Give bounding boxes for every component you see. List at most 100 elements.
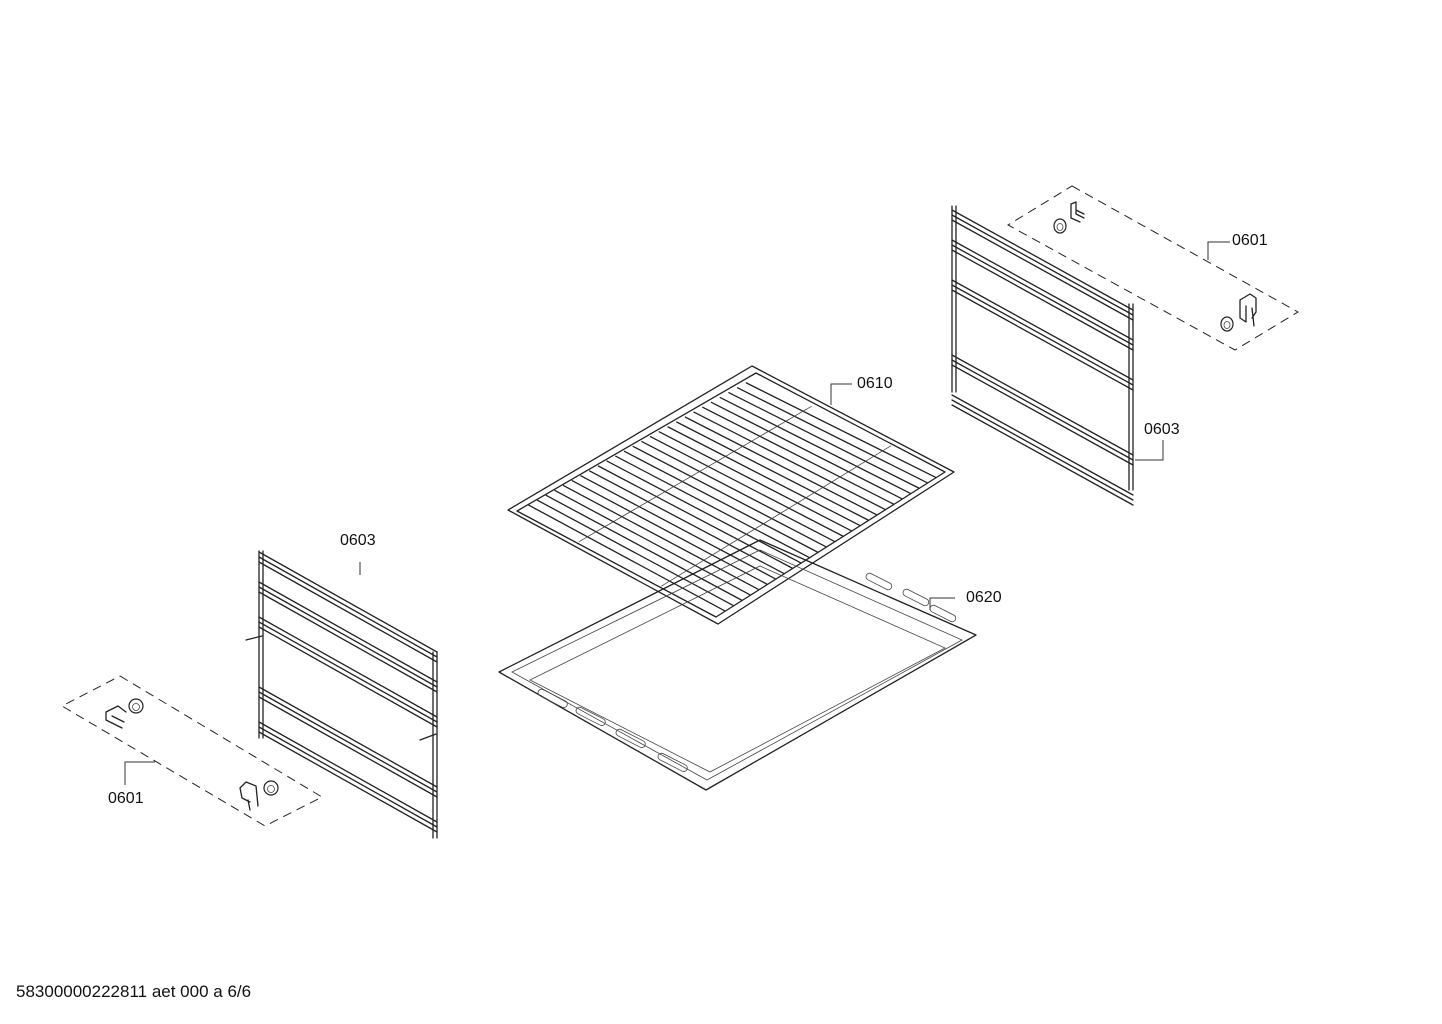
- rail-wire: [258, 551, 438, 653]
- tray-slot: [657, 752, 688, 772]
- document-footer-id: 58300000222811 aet 000 a 6/6: [16, 982, 252, 1001]
- tray-leader: [929, 597, 955, 610]
- grid-crossbar: [660, 445, 892, 587]
- rail-wire: [951, 279, 1134, 381]
- grid-wire: [623, 450, 818, 553]
- tray-slot: [865, 572, 893, 591]
- left-clip-bracket-1: [105, 705, 127, 729]
- grid-wire: [745, 382, 937, 478]
- rail-wire: [258, 591, 438, 693]
- rail-wire: [258, 556, 438, 658]
- right-clip-bracket-1: [1070, 201, 1085, 223]
- grid-wire: [606, 460, 802, 564]
- part-label-tray: 0620: [966, 589, 1002, 606]
- tray-slot: [902, 588, 930, 607]
- right-clip-bracket-2: [1239, 293, 1257, 327]
- rail-wire: [258, 721, 438, 823]
- rail-wire: [951, 244, 1134, 346]
- left-rail-pin-2: [419, 733, 437, 741]
- tray-slot: [537, 688, 568, 708]
- grid-wire: [676, 421, 869, 521]
- left-shelf-rail: [245, 550, 438, 839]
- grid-wire: [693, 411, 886, 510]
- part-label-left-rail: 0603: [340, 532, 376, 549]
- right-clip-set: [1007, 185, 1299, 351]
- right-shelf-rail: [951, 205, 1164, 506]
- tray-slot: [615, 728, 646, 748]
- part-label-right-clips: 0601: [1232, 232, 1268, 249]
- rail-wire: [951, 214, 1134, 316]
- grid-wire: [528, 504, 726, 612]
- left-clip-bracket-2: [239, 781, 259, 811]
- rail-wire: [258, 686, 438, 788]
- grid-wire: [615, 455, 810, 558]
- right-rail-leader: [1135, 440, 1164, 461]
- rail-wire: [951, 239, 1134, 341]
- grid-wire: [571, 480, 768, 585]
- rail-wire: [951, 209, 1134, 311]
- grid-wire: [632, 445, 827, 548]
- rail-wire: [951, 219, 1134, 321]
- rail-wire: [258, 616, 438, 718]
- rail-wire: [951, 399, 1134, 501]
- grid-wire: [710, 401, 903, 500]
- grid-wire: [588, 470, 785, 574]
- rail-wire: [951, 354, 1134, 456]
- rail-wire: [951, 404, 1134, 506]
- grid-wire: [667, 426, 861, 526]
- right-clip-leader: [1207, 241, 1230, 260]
- right-clip-nut-2: [1220, 316, 1234, 332]
- grid-rack-leader: [830, 383, 852, 405]
- rail-wire: [258, 731, 438, 833]
- grid-crossbar: [578, 405, 812, 543]
- grid-wire: [736, 387, 928, 484]
- left-clip-dashed-outline: [60, 675, 324, 827]
- rail-wire: [258, 691, 438, 793]
- grid-wire: [536, 499, 734, 606]
- rail-wire: [258, 696, 438, 798]
- rail-wire: [951, 394, 1134, 496]
- grid-wire: [580, 475, 776, 580]
- grid-wire: [719, 396, 911, 494]
- left-clip-nut-1: [128, 698, 144, 714]
- grid-wire: [728, 392, 920, 489]
- rail-wire: [258, 626, 438, 728]
- grid-wire: [641, 440, 835, 542]
- part-label-left-clips: 0601: [108, 790, 144, 807]
- rail-wire: [951, 284, 1134, 386]
- grid-rack-frame-inner: [516, 372, 946, 618]
- part-label-grid-rack: 0610: [857, 375, 893, 392]
- rail-wire: [258, 561, 438, 663]
- rail-wire: [258, 726, 438, 828]
- tray-floor: [529, 565, 946, 773]
- grid-wire: [649, 436, 844, 537]
- grid-rack-frame-outer: [507, 365, 955, 625]
- rail-wire: [258, 586, 438, 688]
- right-clip-dashed-outline: [1007, 185, 1299, 351]
- wire-grid-rack: [507, 365, 955, 625]
- rail-wire: [258, 621, 438, 723]
- part-label-right-rail: 0603: [1144, 421, 1180, 438]
- rail-wire: [951, 364, 1134, 466]
- baking-tray: [498, 539, 977, 791]
- tray-slot: [575, 706, 606, 726]
- left-clip-nut-2: [263, 780, 279, 796]
- grid-wire: [554, 489, 751, 596]
- right-clip-nut-1: [1053, 218, 1067, 234]
- grid-wire: [658, 431, 852, 532]
- left-clip-leader: [124, 761, 155, 785]
- grid-wire: [545, 494, 742, 601]
- rail-wire: [951, 289, 1134, 391]
- rail-wire: [258, 581, 438, 683]
- grid-wire: [702, 406, 894, 505]
- rail-wire: [951, 249, 1134, 351]
- grid-wire: [684, 416, 878, 516]
- left-rail-pin-1: [245, 635, 263, 641]
- tray-rim-outer: [498, 539, 977, 791]
- tray-rim-inner: [511, 549, 963, 781]
- grid-wire: [597, 465, 793, 569]
- left-clip-set: [60, 675, 324, 827]
- rail-wire: [951, 359, 1134, 461]
